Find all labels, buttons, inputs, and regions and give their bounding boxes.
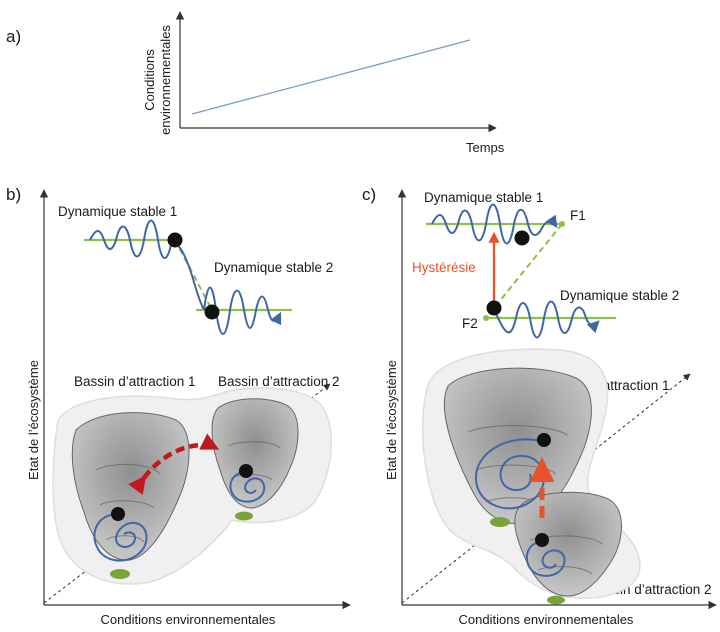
panel-c-basin-1 xyxy=(443,367,592,525)
panel-c-f1-label: F1 xyxy=(570,208,586,223)
panel-c: c) Etat de l’écosystème Conditions envir… xyxy=(362,185,717,627)
panel-c-ball-basin-2 xyxy=(535,533,549,547)
panel-a-y-label-1: Conditions xyxy=(142,49,157,111)
panel-c-basin-1-contour-1 xyxy=(467,425,569,437)
panel-c-basin-2-contour-2 xyxy=(537,566,593,575)
panel-c-label: c) xyxy=(362,185,376,204)
panel-b-basin-2-bottom xyxy=(235,511,253,521)
panel-b-stable-1-label: Dynamique stable 1 xyxy=(58,204,177,219)
panel-a-trend-line xyxy=(191,39,471,115)
panel-c-basin-2 xyxy=(514,491,622,597)
panel-c-f2-label: F2 xyxy=(462,316,478,331)
panel-b-stable-2-label: Dynamique stable 2 xyxy=(214,260,333,275)
panel-c-basin-1-bottom xyxy=(490,517,510,527)
panel-c-ball-basin-1 xyxy=(537,433,551,447)
panel-b-ball-stable-1 xyxy=(167,232,183,248)
panel-b-spiral-1 xyxy=(93,513,148,562)
panel-b-wave-1 xyxy=(89,219,173,259)
panel-b: b) Etat de l’écosystème Conditions envir… xyxy=(6,185,351,627)
panel-b-ball-basin-1 xyxy=(111,507,125,521)
panel-c-ball-stable-2 xyxy=(486,300,502,316)
panel-b-basin-1-contour-3 xyxy=(105,535,145,543)
panel-b-basin-1-contour-2 xyxy=(99,500,155,509)
panel-b-basin-1-bottom xyxy=(110,569,130,579)
panel-b-transition-wave xyxy=(171,239,205,311)
panel-c-stable-1-label: Dynamique stable 1 xyxy=(424,190,543,205)
panel-c-x-label: Conditions environnementales xyxy=(459,612,634,627)
panel-c-spiral-1 xyxy=(474,438,545,510)
panel-b-label: b) xyxy=(6,185,21,204)
panel-b-transition-double-arrow xyxy=(128,433,220,495)
panel-a-label: a) xyxy=(6,27,21,46)
panel-c-y-label: Etat de l’écosystème xyxy=(384,360,399,480)
panel-b-spiral-2 xyxy=(229,471,266,503)
panel-c-hysteresis-label: Hystérésie xyxy=(412,260,476,275)
panel-b-y-label: Etat de l’écosystème xyxy=(26,360,41,480)
panel-b-ball-basin-2 xyxy=(239,464,253,478)
panel-a: a) Conditions environnementales Temps xyxy=(6,11,505,155)
panel-b-x-label: Conditions environnementales xyxy=(101,612,276,627)
panel-b-basin-2-contour-1 xyxy=(227,441,281,449)
panel-b-ball-stable-2 xyxy=(204,304,220,320)
panel-a-x-label: Temps xyxy=(466,140,505,155)
panel-c-stable-2-label: Dynamique stable 2 xyxy=(560,288,679,303)
panel-b-basin-2-label: Bassin d’attraction 2 xyxy=(218,374,340,389)
panel-c-wave-2 xyxy=(495,300,600,339)
panel-c-diagonal xyxy=(401,373,691,604)
panel-a-y-label-2: environnementales xyxy=(158,25,173,135)
panel-c-ball-stable-1 xyxy=(514,230,530,246)
panel-c-wave-1 xyxy=(431,203,558,245)
panel-c-spiral-2 xyxy=(525,540,566,577)
panel-c-basin-2-bottom xyxy=(547,595,565,605)
panel-b-basin-1-label: Bassin d’attraction 1 xyxy=(74,374,196,389)
